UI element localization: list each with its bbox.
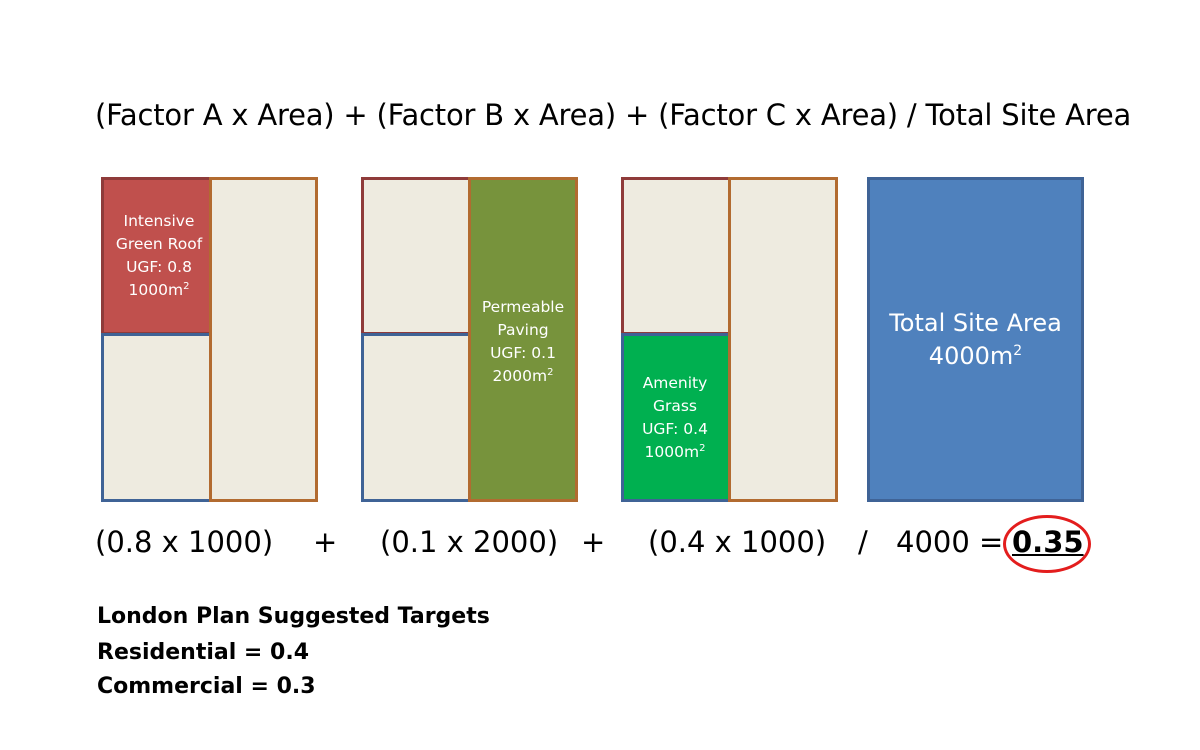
panel-a-right-area: [209, 177, 318, 502]
panel-a-label: Intensive Green Roof UGF: 0.8 1000m2: [115, 212, 203, 299]
panel-c-right-area: [728, 177, 838, 502]
total-site-area-label: Total Site Area 4000m2: [889, 309, 1062, 370]
calc-term-b: (0.1 x 2000): [380, 525, 559, 559]
result-highlight-circle: [1003, 515, 1091, 573]
calc-divide: /: [858, 525, 868, 559]
panel-b-label: Permeable Paving UGF: 0.1 2000m2: [481, 298, 565, 385]
calc-plus-1: +: [313, 525, 338, 559]
calc-term-c: (0.4 x 1000): [648, 525, 827, 559]
target-residential: Residential = 0.4: [97, 640, 309, 665]
calc-total: 4000 =: [896, 525, 1004, 559]
panel-c-label: Amenity Grass UGF: 0.4 1000m2: [642, 374, 708, 461]
panel-b-upper-left-area: [361, 177, 471, 335]
panel-b-lower-left-area: [361, 333, 471, 502]
panel-c-upper-left-area: [621, 177, 731, 335]
calc-term-a: (0.8 x 1000): [95, 525, 274, 559]
targets-heading: London Plan Suggested Targets: [97, 604, 490, 629]
formula-title: (Factor A x Area) + (Factor B x Area) + …: [95, 98, 1132, 132]
panel-b-paving-area: [468, 177, 578, 502]
panel-a-lower-left-area: [101, 333, 212, 502]
calc-plus-2: +: [581, 525, 606, 559]
total-site-area-block: [867, 177, 1084, 502]
panel-a-green-roof-area: [101, 177, 211, 335]
target-commercial: Commercial = 0.3: [97, 674, 316, 699]
